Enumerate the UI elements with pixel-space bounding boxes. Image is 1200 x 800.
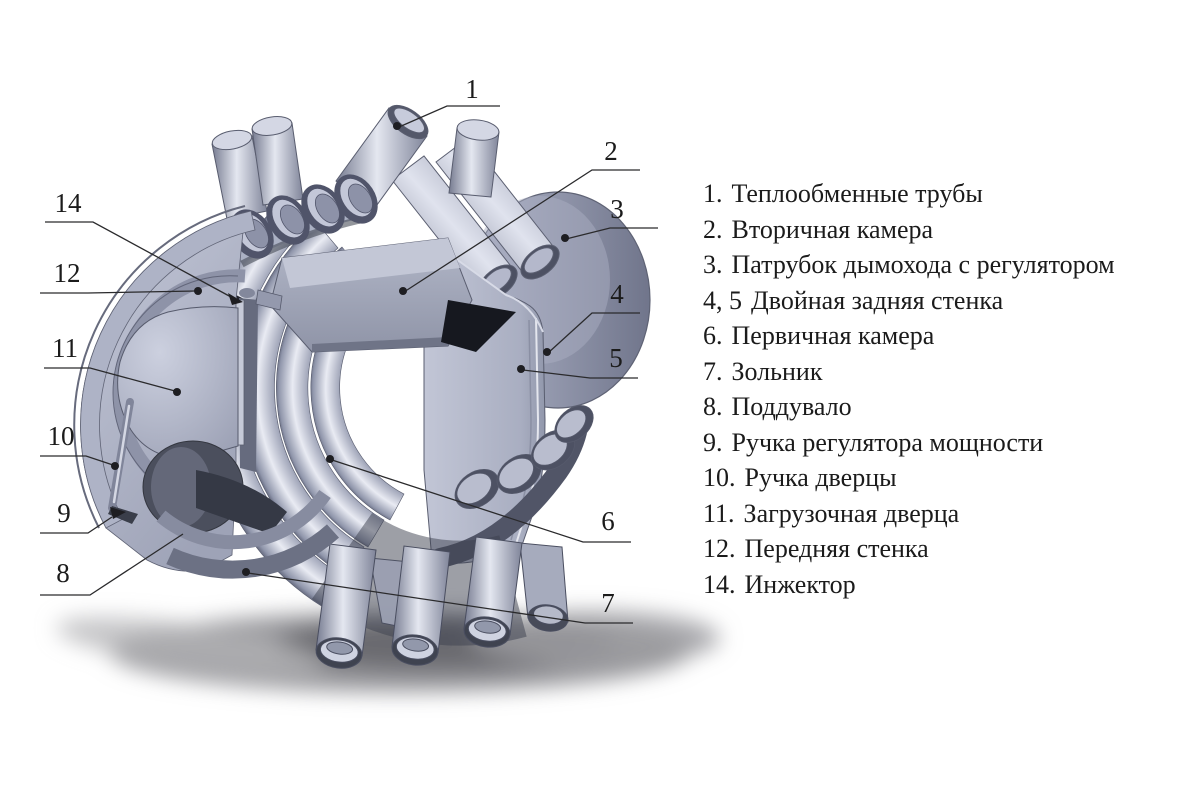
arrowhead-14	[228, 293, 243, 305]
legend-item-7: 7. Зольник	[703, 354, 1115, 390]
legend-item-4-5: 4, 5 Двойная задняя стенка	[703, 283, 1115, 319]
hinge-pin	[239, 288, 255, 298]
legend-label: Ручка дверцы	[744, 463, 897, 492]
legend-item-1: 1. Теплообменные трубы	[703, 176, 1115, 212]
callout-number-3: 3	[610, 194, 624, 224]
front-wall-rim	[80, 210, 256, 529]
legend-label: Двойная задняя стенка	[751, 285, 1004, 315]
callout-number-12: 12	[53, 258, 81, 288]
legend-num: 9.	[703, 427, 723, 457]
legend-label: Ручка регулятора мощности	[731, 427, 1044, 457]
door-hinge	[255, 289, 283, 311]
callout-number-2: 2	[604, 136, 618, 166]
legend-label: Теплообменные трубы	[731, 179, 983, 208]
legend-item-11: 11. Загрузочная дверца	[703, 496, 1115, 532]
legend-label: Поддувало	[731, 392, 852, 421]
arrowhead-9	[110, 507, 126, 519]
rear-tube-mouths	[454, 405, 594, 509]
legend-num: 10.	[703, 463, 736, 492]
legend-label: Первичная камера	[731, 321, 935, 350]
legend: 1. Теплообменные трубы 2. Вторичная камера…	[703, 176, 1115, 602]
legend-num: 6.	[703, 321, 723, 350]
legend-item-12: 12. Передняя стенка	[703, 531, 1115, 567]
legend-num: 4, 5	[703, 285, 742, 315]
legend-num: 8.	[703, 392, 723, 421]
bottom-tube-stubs	[315, 536, 569, 669]
callout-number-6: 6	[601, 506, 615, 536]
callout-lines	[40, 105, 658, 624]
legend-label: Передняя стенка	[744, 534, 929, 563]
ash-area-band	[166, 524, 340, 579]
legend-num: 2.	[703, 214, 723, 244]
callout-number-1: 1	[465, 74, 479, 104]
legend-label: Зольник	[731, 356, 823, 386]
dark-cutaway-wedge	[441, 300, 516, 352]
legend-num: 11.	[703, 498, 735, 528]
callout-dots	[110, 122, 569, 576]
body-outline	[73, 205, 246, 529]
callout-number-9: 9	[57, 498, 71, 528]
callout-number-5: 5	[609, 343, 623, 373]
legend-label: Патрубок дымохода с регулятором	[731, 250, 1115, 279]
damper-blade	[196, 470, 287, 534]
callout-number-4: 4	[610, 279, 624, 309]
legend-item-3: 3. Патрубок дымохода с регулятором	[703, 247, 1115, 283]
callout-number-14: 14	[54, 188, 82, 218]
callout-number-7: 7	[601, 588, 615, 618]
front-assembly	[73, 205, 340, 579]
legend-num: 14.	[703, 569, 736, 599]
callout-number-8: 8	[56, 558, 70, 588]
legend-num: 1.	[703, 179, 723, 208]
legend-label: Вторичная камера	[731, 214, 934, 244]
callout-number-11: 11	[52, 333, 78, 363]
legend-num: 7.	[703, 356, 723, 386]
air-intake-ring	[156, 489, 331, 550]
secondary-chamber-plate	[269, 237, 516, 353]
legend-label: Загрузочная дверца	[743, 498, 960, 528]
legend-num: 3.	[703, 250, 723, 279]
legend-item-2: 2. Вторичная камера	[703, 212, 1115, 248]
legend-label: Инжектор	[744, 569, 856, 599]
legend-num: 12.	[703, 534, 736, 563]
loading-door	[117, 306, 239, 459]
callout-number-10: 10	[47, 421, 75, 451]
legend-item-9: 9. Ручка регулятора мощности	[703, 425, 1115, 461]
legend-item-10: 10. Ручка дверцы	[703, 460, 1115, 496]
legend-item-8: 8. Поддувало	[703, 389, 1115, 425]
legend-item-14: 14. Инжектор	[703, 567, 1115, 603]
legend-item-6: 6. Первичная камера	[703, 318, 1115, 354]
